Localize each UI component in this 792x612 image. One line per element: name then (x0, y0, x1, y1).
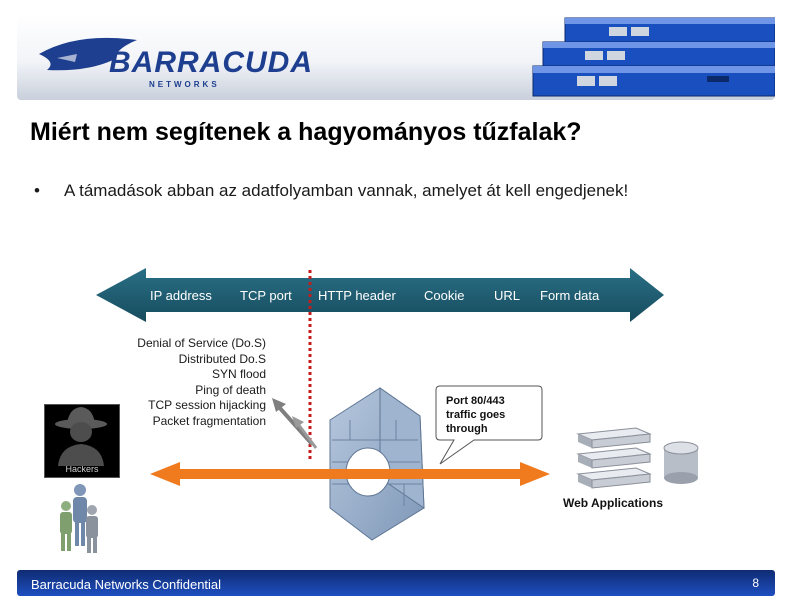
page-number: 8 (752, 576, 759, 590)
attack-item: Packet fragmentation (152, 413, 266, 428)
web-servers-icon (576, 427, 652, 489)
confidential-label: Barracuda Networks Confidential (31, 577, 222, 592)
scale-label-form-data: Form data (540, 288, 600, 303)
scale-label-tcp-port: TCP port (240, 288, 292, 303)
header-banner: BARRACUDA NETWORKS (17, 14, 775, 100)
database-icon (663, 441, 699, 484)
attack-item: TCP session hijacking (148, 398, 266, 412)
hackers-image: Hackers (44, 404, 120, 478)
attack-item: SYN flood (211, 367, 266, 381)
users-group-icon (60, 484, 98, 553)
callout-bubble (435, 385, 543, 465)
scale-label-http-header: HTTP header (318, 288, 396, 303)
slide-title: Miért nem segítenek a hagyományos tűzfal… (30, 118, 582, 146)
attack-types-list: Denial of Service (Do.S) Distributed Do.… (110, 336, 266, 429)
layer-scale-arrow (96, 268, 664, 322)
brand-wordmark: BARRACUDA (109, 46, 313, 79)
server-appliance-icon (532, 17, 775, 97)
scale-label-url: URL (494, 288, 521, 303)
deflected-attack-arrows (272, 398, 318, 449)
scale-label-cookie: Cookie (424, 288, 465, 303)
traffic-flow-arrow (150, 462, 550, 486)
attack-item: Ping of death (195, 382, 266, 397)
scale-label-ip-address: IP address (150, 288, 212, 303)
firewall-wall-icon (329, 387, 425, 541)
hackers-label: Hackers (65, 464, 99, 474)
bullet-marker: • (34, 181, 40, 200)
bullet-text: A támadások abban az adatfolyamban vanna… (64, 181, 629, 200)
attack-item: Distributed Do.S (178, 351, 266, 366)
callout-text: Port 80/443 traffic goes through (446, 395, 506, 435)
barracuda-logo-graphic (39, 17, 775, 97)
web-applications-label: Web Applications (563, 496, 664, 510)
brand-subtitle: NETWORKS (149, 80, 220, 89)
attack-item: Denial of Service (Do.S) (137, 336, 266, 350)
footer-bar: Barracuda Networks Confidential 8 (17, 570, 775, 596)
